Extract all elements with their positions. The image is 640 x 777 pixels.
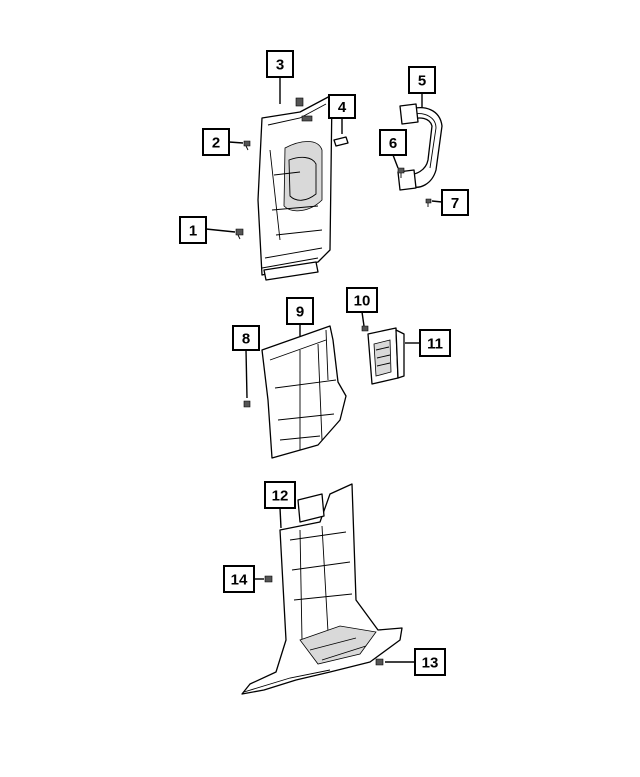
svg-text:2: 2 — [212, 135, 220, 152]
callout-2: 2 — [202, 128, 230, 156]
callout-10: 10 — [346, 287, 378, 313]
callout-6: 6 — [379, 129, 407, 156]
callout-8: 8 — [232, 325, 260, 351]
callout-4: 4 — [328, 94, 356, 119]
leader-lines — [205, 77, 443, 663]
seat-belt-bezel — [367, 327, 405, 385]
svg-text:7: 7 — [451, 195, 459, 212]
callout-11: 11 — [419, 329, 451, 357]
svg-text:14: 14 — [231, 572, 248, 589]
svg-text:13: 13 — [422, 655, 439, 672]
lower-pillar-trim — [241, 483, 403, 695]
svg-text:11: 11 — [427, 336, 443, 353]
callout-13: 13 — [414, 648, 446, 676]
clip-8 — [243, 400, 251, 408]
callout-1: 1 — [179, 216, 207, 244]
svg-text:4: 4 — [338, 99, 347, 116]
screw-6 — [397, 167, 405, 178]
callout-14: 14 — [223, 565, 255, 593]
svg-text:12: 12 — [272, 488, 289, 505]
svg-text:6: 6 — [389, 135, 397, 152]
callout-12: 12 — [264, 481, 296, 509]
clip-2 — [243, 140, 251, 151]
svg-text:3: 3 — [276, 57, 284, 74]
svg-text:10: 10 — [354, 293, 371, 310]
clip-10 — [361, 325, 369, 332]
callout-3: 3 — [266, 50, 294, 78]
callout-7: 7 — [441, 189, 469, 216]
svg-text:1: 1 — [189, 223, 197, 240]
cover-4 — [333, 136, 349, 147]
screw-7 — [425, 198, 432, 207]
svg-text:9: 9 — [296, 304, 304, 321]
upper-pillar-trim — [257, 94, 333, 281]
clip-13 — [375, 658, 384, 666]
middle-trim-panel — [261, 325, 347, 459]
svg-text:5: 5 — [418, 73, 426, 90]
grab-handle — [397, 103, 443, 191]
svg-text:8: 8 — [242, 331, 250, 348]
clip-14 — [264, 575, 273, 583]
callout-5: 5 — [408, 66, 436, 94]
clip-1 — [235, 228, 244, 240]
callout-9: 9 — [286, 297, 314, 325]
